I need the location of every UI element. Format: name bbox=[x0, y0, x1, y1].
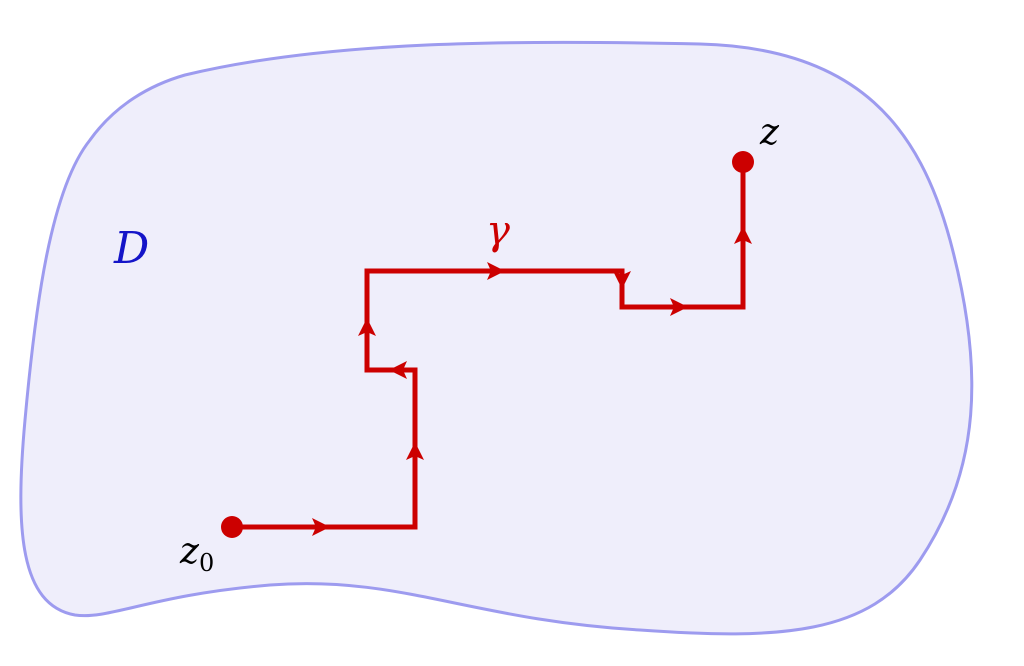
arrow-down-1 bbox=[613, 271, 631, 289]
start-point-subscript: 0 bbox=[199, 549, 214, 577]
region-label: D bbox=[113, 223, 149, 274]
gamma-path-line bbox=[232, 162, 746, 530]
end-point-label: z bbox=[759, 112, 780, 153]
path-label: γ bbox=[486, 208, 510, 254]
region-d-boundary bbox=[19, 40, 974, 636]
path-gamma bbox=[232, 162, 752, 536]
arrow-right-3 bbox=[670, 298, 688, 316]
arrow-up-1 bbox=[406, 442, 424, 460]
start-point-label: z0 bbox=[179, 531, 214, 577]
start-point-dot bbox=[221, 516, 243, 538]
end-point-dot bbox=[732, 151, 754, 173]
arrow-up-3 bbox=[734, 226, 752, 244]
arrow-right-2 bbox=[487, 262, 505, 280]
arrow-right-1 bbox=[312, 518, 330, 536]
arrow-left-1 bbox=[389, 361, 407, 379]
arrow-up-2 bbox=[358, 318, 376, 336]
